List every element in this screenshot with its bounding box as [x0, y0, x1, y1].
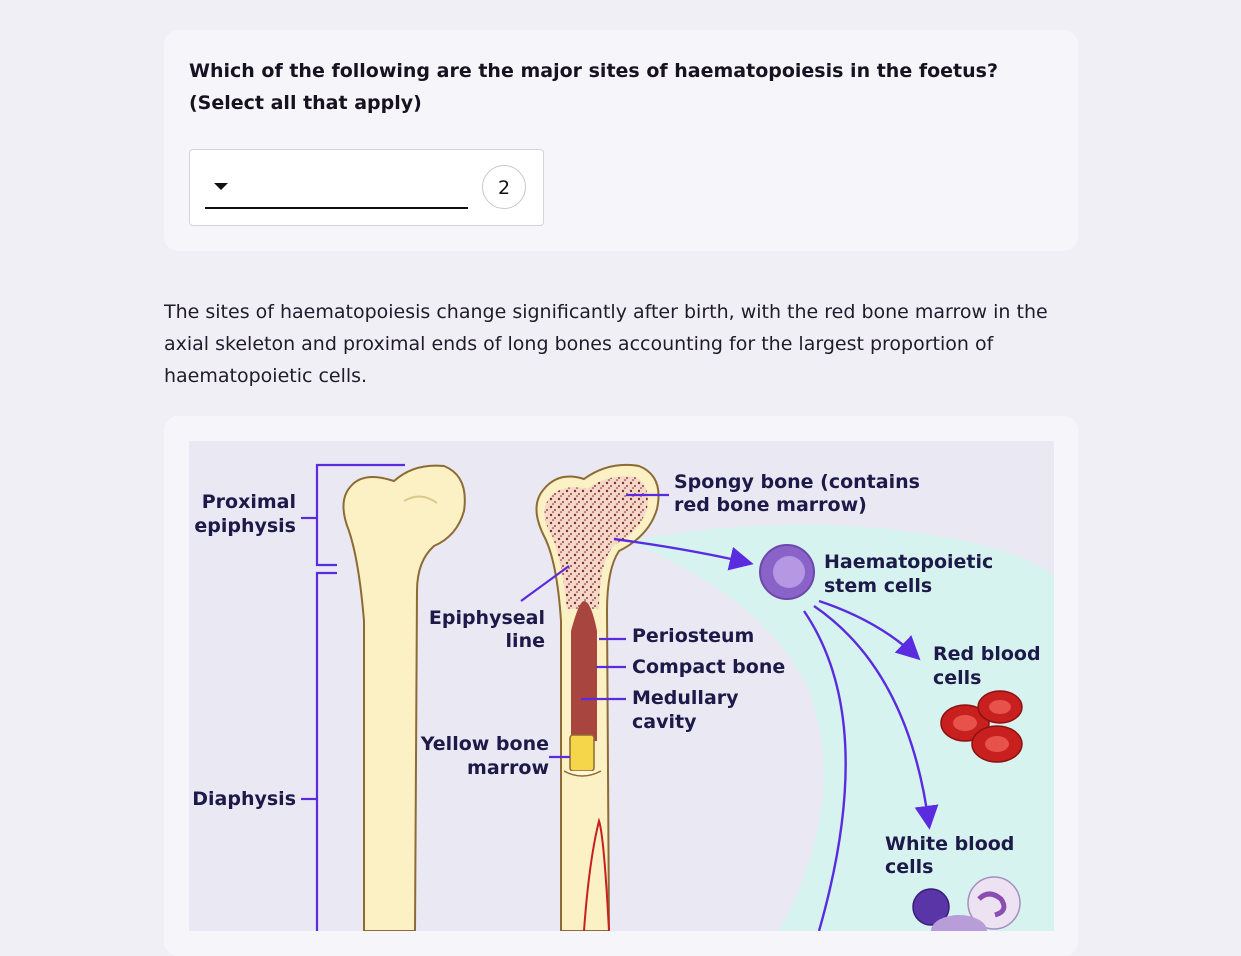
svg-text:cells: cells — [933, 667, 981, 689]
svg-text:Compact bone: Compact bone — [632, 656, 785, 678]
explanation-text: The sites of haematopoiesis change signi… — [164, 301, 1048, 387]
label-diaphysis: Diaphysis — [192, 788, 296, 810]
label-wbc-line2: cells — [885, 856, 933, 878]
selection-count-badge: 2 — [482, 165, 526, 209]
white-blood-cells — [912, 876, 1021, 931]
svg-text:epiphysis: epiphysis — [194, 515, 296, 537]
medullary-cavity — [571, 601, 597, 741]
label-rbc-line2: cells — [933, 667, 981, 689]
label-stem-cells-line1: Haematopoietic — [824, 551, 993, 573]
svg-text:White blood: White blood — [885, 833, 1014, 855]
svg-text:Periosteum: Periosteum — [632, 625, 754, 647]
svg-text:Spongy bone (contains: Spongy bone (contains — [674, 471, 920, 493]
femur-left — [342, 464, 466, 931]
label-medullary-line2: cavity — [632, 711, 697, 733]
dropdown-underline — [205, 207, 468, 209]
label-wbc-line1: White blood — [885, 833, 1014, 855]
svg-text:Diaphysis: Diaphysis — [192, 788, 296, 810]
bone-marrow-diagram: Proximal epiphysis Diaphysis Epiphyseal … — [189, 441, 1054, 931]
svg-text:stem cells: stem cells — [824, 575, 932, 597]
spongy-bone-region — [544, 476, 648, 609]
label-medullary-line1: Medullary — [632, 687, 739, 709]
label-compact-bone: Compact bone — [632, 656, 785, 678]
svg-text:Epiphyseal: Epiphyseal — [429, 607, 545, 629]
svg-text:Medullary: Medullary — [632, 687, 739, 709]
label-epiphyseal-line2: line — [506, 630, 545, 652]
caret-down-icon[interactable] — [214, 183, 228, 190]
label-rbc-line1: Red blood — [933, 643, 1041, 665]
answer-dropdown[interactable]: 2 — [189, 149, 544, 226]
proximal-bracket — [301, 463, 405, 567]
label-spongy-line2: red bone marrow) — [674, 494, 867, 516]
svg-text:Yellow bone: Yellow bone — [420, 733, 549, 755]
svg-text:marrow: marrow — [467, 757, 549, 779]
yellow-marrow — [569, 734, 595, 772]
svg-text:red bone marrow): red bone marrow) — [674, 494, 867, 516]
label-periosteum: Periosteum — [632, 625, 754, 647]
label-epiphyseal-line1: Epiphyseal — [429, 607, 545, 629]
label-proximal-line1: Proximal — [202, 491, 296, 513]
label-yellow-marrow-line2: marrow — [467, 757, 549, 779]
label-stem-cells-line2: stem cells — [824, 575, 932, 597]
svg-text:cavity: cavity — [632, 711, 697, 733]
diaphysis-bracket — [301, 571, 337, 931]
teal-region — [629, 524, 1054, 931]
svg-text:Haematopoietic: Haematopoietic — [824, 551, 993, 573]
svg-text:Proximal: Proximal — [202, 491, 296, 513]
svg-text:cells: cells — [885, 856, 933, 878]
svg-text:Red blood: Red blood — [933, 643, 1041, 665]
dropdown-selected-value[interactable] — [235, 176, 445, 198]
label-spongy-line1: Spongy bone (contains — [674, 471, 920, 493]
question-text: Which of the following are the major sit… — [189, 60, 998, 114]
label-yellow-marrow-line1: Yellow bone — [420, 733, 549, 755]
stem-cell — [759, 544, 815, 600]
label-proximal-line2: epiphysis — [194, 515, 296, 537]
svg-text:line: line — [506, 630, 545, 652]
blood-vessel — [583, 817, 610, 931]
